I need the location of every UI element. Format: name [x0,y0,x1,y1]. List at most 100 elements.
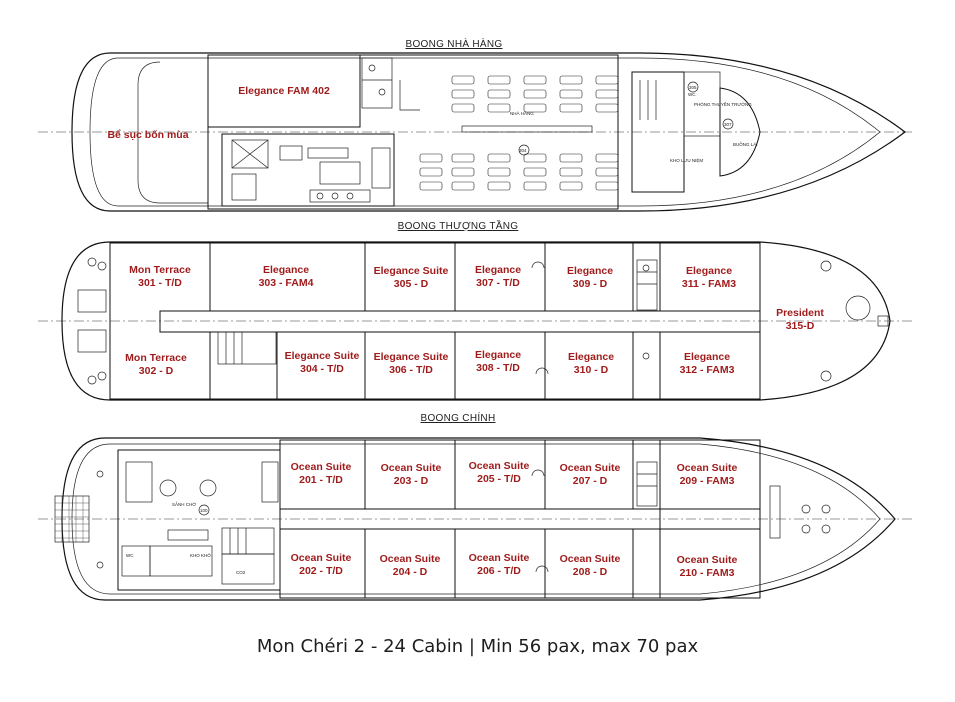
lobby-label: SẢNH CHỜ [172,501,196,507]
cabin-307-no: 307 - T/D [476,277,520,289]
restaurant-deck: BOONG NHÀ HÀNG NHÀ HÀNG [38,37,915,212]
co2-label: CO2 [236,570,246,575]
dining-table [559,153,583,163]
cabin-208-name: Ocean Suite [560,553,621,565]
dining-table [487,103,511,113]
cabin-210-name: Ocean Suite [677,554,738,566]
cabin-315-no: 315-D [786,320,815,332]
dining-table [523,181,547,191]
dining-table [451,89,475,99]
dining-table [451,75,475,85]
dining-table [487,89,511,99]
dining-table [451,153,475,163]
dining-table [523,103,547,113]
dining-table [559,89,583,99]
dining-table [523,89,547,99]
main-wc-label: WC [126,553,134,558]
cabin-walls-main [364,439,761,599]
dining-table [595,103,619,113]
cabin-304-no: 304 - T/D [300,363,344,375]
cabin-312-name: Elegance [684,351,730,363]
cabin-303-name: Elegance [263,264,309,276]
cabin-209-no: 209 - FAM3 [680,475,735,487]
sofa [399,80,420,111]
cabin-302-name: Mon Terrace [125,352,187,364]
dining-table [451,181,475,191]
pool-outline [137,61,208,204]
cabin-311-no: 311 - FAM3 [682,278,736,290]
dining-table [595,181,619,191]
cabin-205-name: Ocean Suite [469,460,530,472]
cabin-309-no: 309 - D [573,278,608,290]
dining-table [559,75,583,85]
dining-table [487,167,511,177]
cabin-308-no: 308 - T/D [476,362,520,374]
cabin-201-name: Ocean Suite [291,461,352,473]
pool-label: Bể sục bốn mùa [107,129,188,141]
upper-cabin-labels: Mon Terrace 301 - T/D Mon Terrace 302 - … [125,264,824,377]
cabin-310-no: 310 - D [574,364,609,376]
cabin-203-name: Ocean Suite [381,462,442,474]
cabin-205-no: 205 - T/D [477,473,521,485]
hull-outline [71,52,906,212]
dining-table [595,75,619,85]
cabin-308-name: Elegance [475,349,521,361]
anchor-winch [769,485,781,539]
corridor-upper [159,310,761,333]
main-cabin-labels: Ocean Suite 201 - T/D Ocean Suite 202 - … [291,460,738,579]
cabin-fam402: Elegance FAM 402 [238,85,330,97]
upper-hull [61,241,891,401]
cabin-202-name: Ocean Suite [291,552,352,564]
upper-deck: BOONG THƯỢNG TẦNG [38,219,915,401]
dining-table [523,75,547,85]
cabin-306-name: Elegance Suite [374,351,449,363]
wc-block [361,57,393,109]
cabin-304-name: Elegance Suite [285,350,360,362]
cabin-201-no: 201 - T/D [299,474,343,486]
cabin-315-name: President [776,307,824,319]
cabin-311-name: Elegance [686,265,732,277]
main-hull [61,437,896,601]
restaurant-deck-title: BOONG NHÀ HÀNG [406,37,503,50]
wc-label: WC [688,92,696,97]
buffet-counter [461,125,593,133]
dining-table [487,75,511,85]
cabin-210-no: 210 - FAM3 [680,567,735,579]
cabin-305-no: 305 - D [394,278,429,290]
deck-outline [89,57,881,207]
cabin-walls-upper [209,243,661,399]
store-label: KHO LƯU NIỆM [670,156,703,163]
main-deck-title: BOONG CHÍNH [421,411,496,424]
cabin-301-no: 301 - T/D [138,277,182,289]
stair-upper [217,331,277,365]
lobby [117,449,281,591]
cabin-302-no: 302 - D [139,365,174,377]
ship-caption: Mon Chéri 2 - 24 Cabin | Min 56 pax, max… [256,636,699,657]
cabin-306-no: 306 - T/D [389,364,433,376]
dining-table [559,103,583,113]
cabin-206-name: Ocean Suite [469,552,530,564]
helm-wheel [845,295,871,321]
dining-table [595,167,619,177]
cabin-208-no: 208 - D [573,566,608,578]
cabin-206-no: 206 - T/D [477,565,521,577]
cabin-207-name: Ocean Suite [560,462,621,474]
dining-table [595,89,619,99]
dining-table [451,167,475,177]
cabin-203-no: 203 - D [394,475,429,487]
wheelhouse [719,87,761,177]
dining-table [451,103,475,113]
cabin-312-no: 312 - FAM3 [680,364,735,376]
room-304-no: 304 [519,148,527,153]
stern-hatch [54,495,90,543]
kitchen [221,133,395,207]
dining-table [559,181,583,191]
room-307-no: 307 [724,122,732,127]
cabin-310-name: Elegance [568,351,614,363]
room-305-no: 305 [689,85,697,90]
wheelhouse-label: BUỒNG LÁI [733,141,758,147]
cabin-307-name: Elegance [475,264,521,276]
cabin-305-name: Elegance Suite [374,265,449,277]
dining-table [419,167,443,177]
captain-room-label: PHÒNG THUYỀN TRƯỞNG [694,101,752,107]
